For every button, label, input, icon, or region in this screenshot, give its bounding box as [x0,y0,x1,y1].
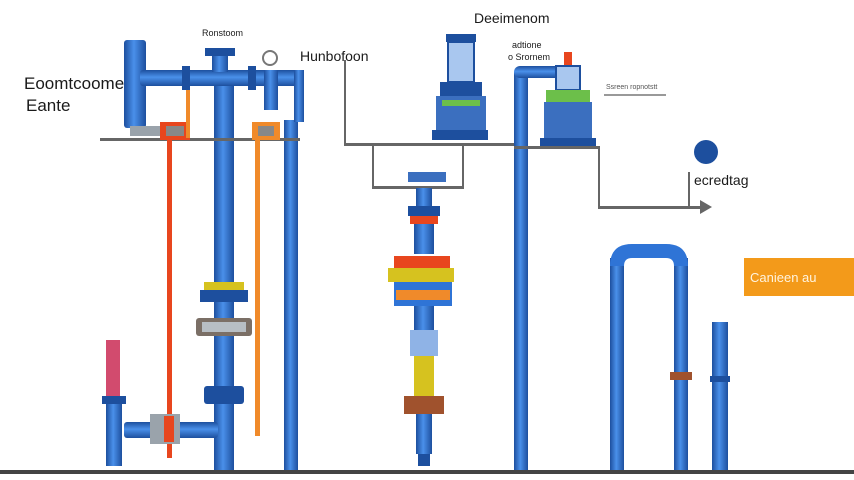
top-left-label: Ronstoom [202,28,244,38]
center-pipe-assembly [344,34,514,466]
ground-line [0,470,854,474]
left-title-line1: Eoomtcoome [24,74,125,93]
left-title-line2: Eante [26,96,71,115]
top-center-label: Deeimenom [474,10,550,26]
badge-label: Canieen au [750,269,817,285]
mid-label: Hunbofoon [300,48,369,64]
left-pipe-assembly [100,40,304,470]
right-tiny-label: Ssreen ropnotstt [606,84,658,91]
orange-badge: Canieen au [744,258,854,296]
right-mid-label: ecredtag [694,172,749,188]
right-small-label-2: o Srornem [508,52,551,62]
right-small-label-1: adtione [512,40,542,50]
right-pipe-assembly [514,52,730,470]
